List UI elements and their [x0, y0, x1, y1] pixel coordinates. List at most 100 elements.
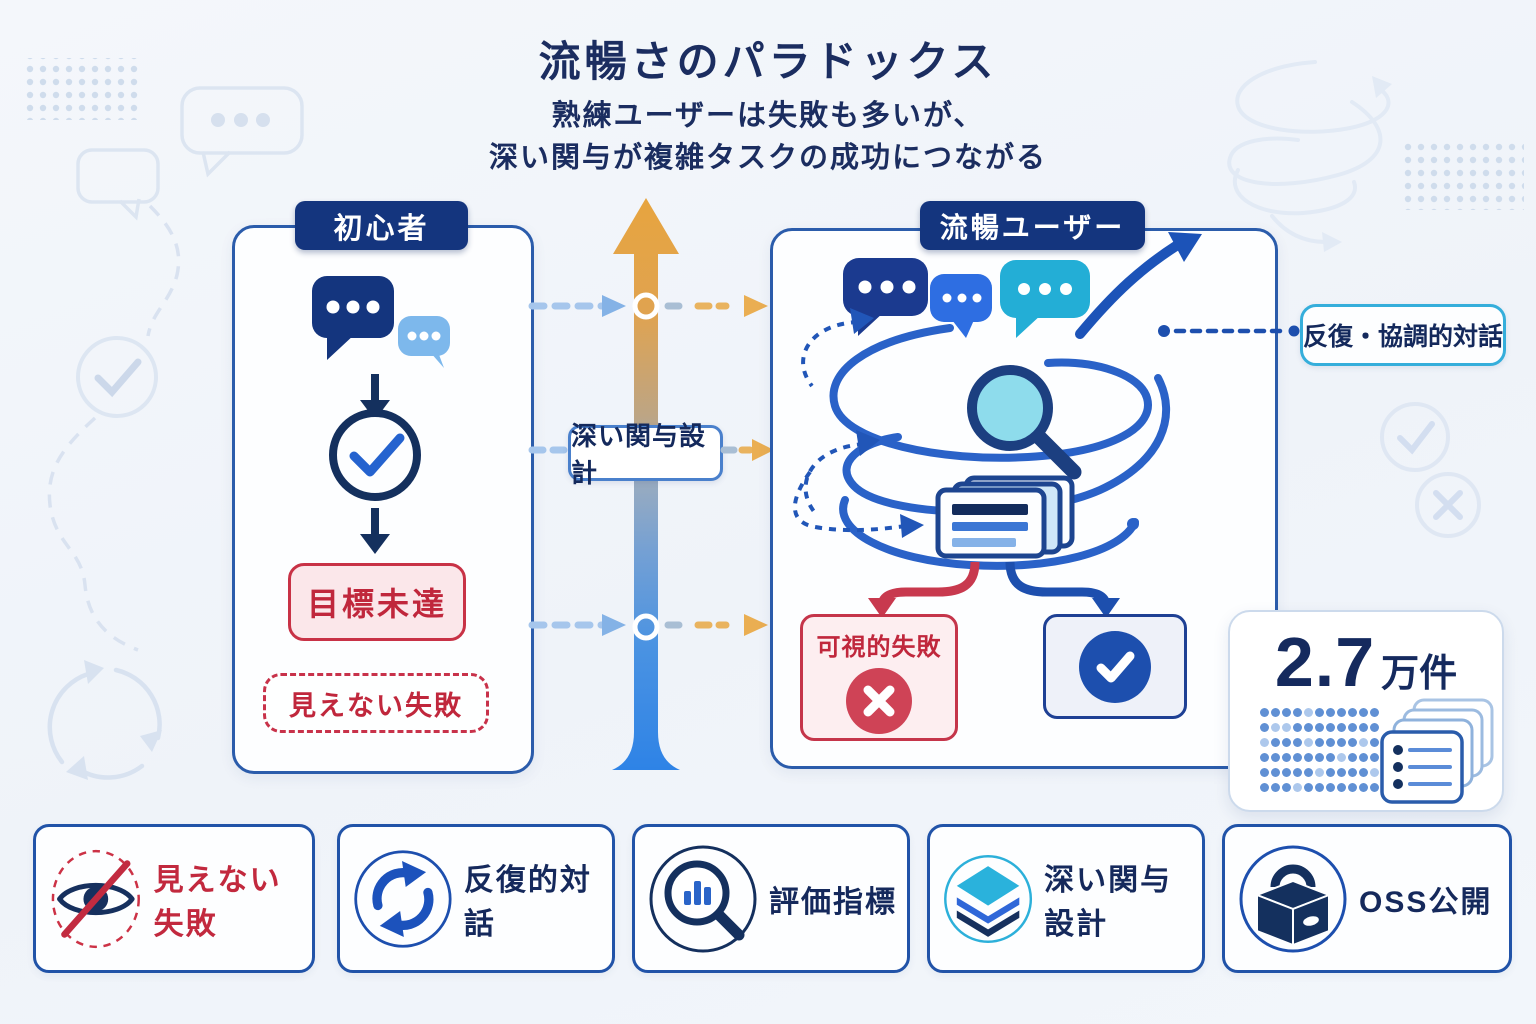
down-arrow-icon — [360, 508, 390, 554]
iterative-dialogue-label: 反復・協調的対話 — [1300, 304, 1506, 366]
visible-failure-box: 可視的失敗 — [800, 614, 958, 741]
speech-bubble-outline-small-icon — [76, 148, 160, 221]
subtitle-line-2: 深い関与が複雑タスクの成功につながる — [488, 142, 1047, 174]
layers-icon — [944, 854, 1033, 943]
matrix-dot — [1304, 768, 1313, 777]
matrix-dot — [1315, 768, 1324, 777]
subtitle-line-1: 熟練ユーザーは失敗も多いが、 — [551, 100, 985, 132]
matrix-dot — [1293, 723, 1302, 732]
speech-bubble-outline-icon — [180, 86, 304, 178]
fluent-flow-art — [792, 232, 1202, 618]
connector-row-top — [528, 295, 768, 317]
magnifier-chart-icon — [649, 845, 757, 952]
connector-row-middle-right — [720, 439, 774, 461]
matrix-dot — [1293, 753, 1302, 762]
matrix-dot — [1293, 768, 1302, 777]
matrix-dot — [1271, 738, 1280, 747]
matrix-dot — [1348, 708, 1357, 717]
visible-failure-label: 可視的失敗 — [816, 634, 942, 661]
matrix-dot — [1337, 768, 1346, 777]
dashed-path-decoration — [146, 204, 181, 337]
fluent-panel-header: 流暢ユーザー — [920, 201, 1145, 250]
legend-label: 見えない失敗 — [153, 863, 282, 941]
matrix-dot — [1260, 783, 1269, 792]
matrix-dot — [1282, 753, 1291, 762]
matrix-dot — [1260, 753, 1269, 762]
matrix-dot — [1315, 753, 1324, 762]
legend-label: OSS公開 — [1359, 885, 1493, 919]
connector-row-middle-left — [528, 446, 570, 454]
success-box — [1043, 614, 1187, 719]
failure-branch-arrow — [868, 561, 980, 618]
matrix-dot — [1359, 738, 1368, 747]
loop-arrows-icon — [792, 308, 924, 538]
matrix-dot — [1359, 723, 1368, 732]
matrix-dot — [1293, 738, 1302, 747]
stat-unit: 万件 — [1381, 653, 1458, 695]
matrix-dot — [1304, 738, 1313, 747]
check-circle-icon — [329, 409, 421, 501]
success-check-icon — [1079, 630, 1151, 703]
matrix-dot — [1326, 708, 1335, 717]
matrix-dot — [1304, 753, 1313, 762]
matrix-dot — [1315, 723, 1324, 732]
legend-label: 深い関与設計 — [1044, 863, 1173, 941]
matrix-dot — [1271, 708, 1280, 717]
matrix-dot — [1359, 708, 1368, 717]
side-label-connector — [1158, 325, 1300, 337]
spiral-outline-icon — [1227, 60, 1392, 252]
beginner-flow-art — [312, 276, 450, 554]
x-circle-outline-icon — [1415, 472, 1481, 538]
matrix-dot — [1282, 768, 1291, 777]
magnifier-icon — [967, 365, 1082, 480]
matrix-dot — [1326, 753, 1335, 762]
stat-value: 2.7 — [1274, 623, 1376, 701]
box-lock-icon — [1239, 845, 1347, 952]
matrix-dot — [1337, 708, 1346, 717]
matrix-dot — [1304, 783, 1313, 792]
matrix-dot — [1315, 738, 1324, 747]
matrix-dot — [1337, 753, 1346, 762]
matrix-dot — [1326, 768, 1335, 777]
matrix-dot — [1370, 723, 1379, 732]
axis-node-ring — [632, 613, 660, 641]
matrix-dot — [1337, 783, 1346, 792]
legend-box-oss-release: OSS公開 — [1222, 824, 1512, 973]
dot-grid-top-left — [22, 58, 140, 120]
matrix-dot — [1348, 723, 1357, 732]
matrix-dot — [1337, 738, 1346, 747]
matrix-dot — [1282, 723, 1291, 732]
dot-matrix — [1260, 708, 1381, 798]
matrix-dot — [1282, 783, 1291, 792]
matrix-dot — [1260, 738, 1269, 747]
documents-icon — [935, 475, 1075, 559]
engagement-axis-arrow — [612, 198, 680, 770]
matrix-dot — [1326, 723, 1335, 732]
matrix-dot — [1326, 783, 1335, 792]
goal-not-met-box: 目標未達 — [288, 563, 466, 641]
beginner-panel-header: 初心者 — [295, 201, 468, 250]
matrix-dot — [1282, 738, 1291, 747]
cycle-arrows-icon — [354, 849, 452, 948]
matrix-dot — [1370, 708, 1379, 717]
matrix-dot — [1271, 768, 1280, 777]
matrix-dot — [1359, 753, 1368, 762]
matrix-dot — [1293, 708, 1302, 717]
axis-label: 深い関与設計 — [568, 421, 723, 488]
check-circle-outline-icon — [1380, 402, 1450, 472]
invisible-failure-box: 見えない失敗 — [263, 673, 489, 733]
matrix-dot — [1315, 783, 1324, 792]
cycle-arrows-outline-icon — [47, 660, 162, 780]
matrix-dot — [1348, 768, 1357, 777]
matrix-dot — [1370, 753, 1379, 762]
matrix-dot — [1337, 723, 1346, 732]
error-x-icon — [846, 668, 912, 734]
eye-slash-icon — [51, 849, 140, 948]
success-branch-arrow — [1005, 561, 1120, 618]
matrix-dot — [1260, 723, 1269, 732]
matrix-dot — [1359, 783, 1368, 792]
matrix-dot — [1370, 768, 1379, 777]
